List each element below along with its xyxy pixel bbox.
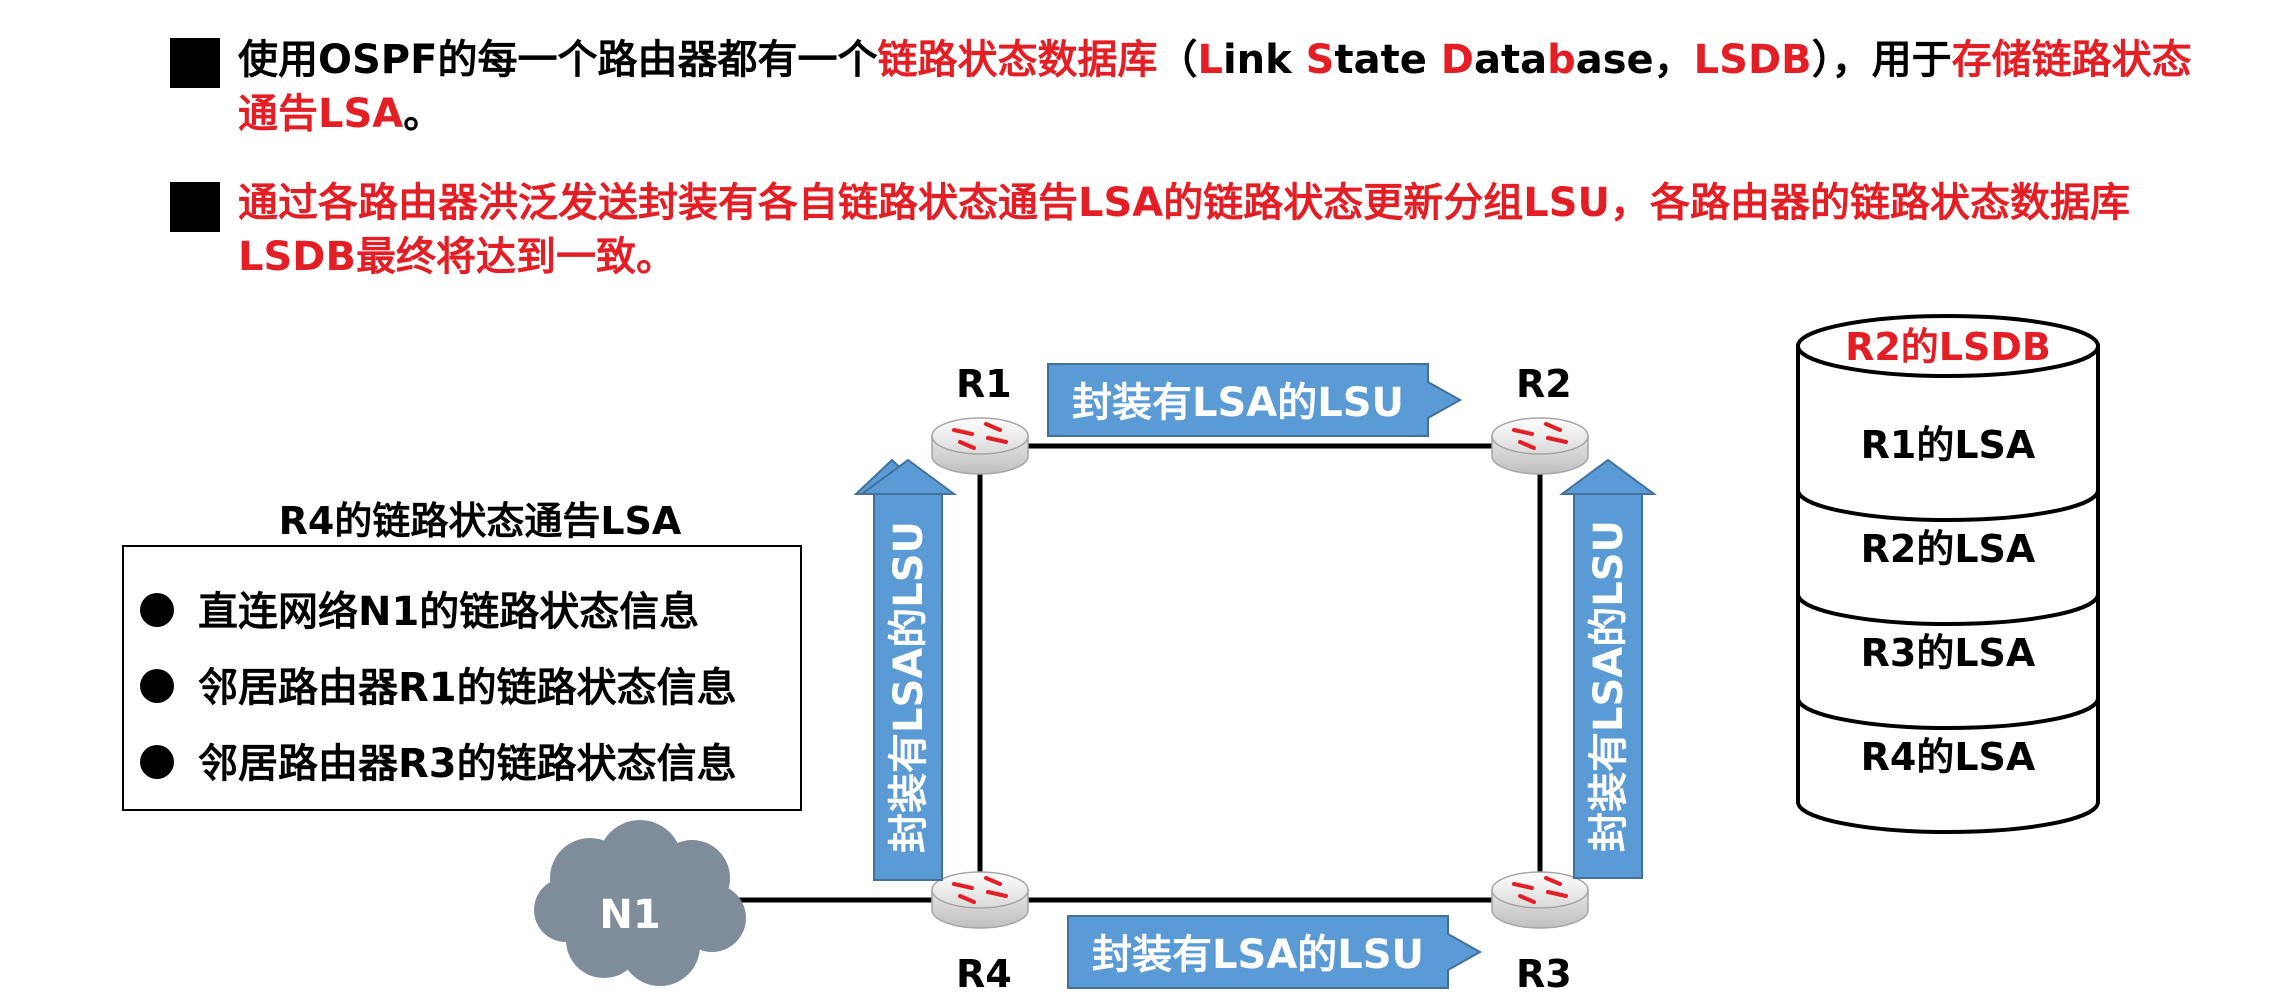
text-segment: ink	[1222, 37, 1306, 83]
lsu-arrow-r1-r2: 封装有LSA的LSU	[1047, 363, 1463, 437]
lsu-label-left: 封装有LSA的LSU	[886, 521, 932, 853]
lsa-item-2: 邻居路由器R1的链路状态信息	[140, 655, 737, 713]
text-segment: 。	[403, 91, 444, 137]
bullet-dot-icon	[140, 745, 174, 779]
router-label-r3: R3	[1516, 952, 1572, 996]
bullet-dot-icon	[140, 593, 174, 627]
lsa-item-text: 直连网络N1的链路状态信息	[198, 589, 700, 635]
router-icon-r1	[931, 417, 1029, 475]
lsdb-title: R2的LSDB	[1845, 325, 2051, 369]
lsdb-cylinder: R2的LSDB R1的LSA R2的LSA R3的LSA R4的LSA	[1796, 314, 2100, 834]
text-segment: S	[1305, 37, 1335, 83]
bullet-dot-icon	[140, 669, 174, 703]
lsdb-separator	[1796, 697, 2100, 730]
lsdb-separator	[1796, 489, 2100, 522]
text-segment: 链路状态数据库	[877, 37, 1158, 83]
lsa-info-box: 直连网络N1的链路状态信息 邻居路由器R1的链路状态信息 邻居路由器R3的链路状…	[122, 545, 802, 811]
lsa-box-title: R4的链路状态通告LSA	[278, 499, 682, 543]
lsdb-entry: R1的LSA	[1861, 423, 2036, 467]
text-segment: L	[1197, 37, 1223, 83]
text-segment: tate	[1334, 37, 1441, 83]
text-segment: b	[1547, 37, 1576, 83]
lsu-arrow-r3-r2: 封装有LSA的LSU	[1558, 458, 1658, 879]
lsa-item-3: 邻居路由器R3的链路状态信息	[140, 731, 737, 789]
lsa-item-text: 邻居路由器R3的链路状态信息	[198, 741, 737, 787]
router-links	[720, 443, 1543, 903]
lsu-label-top: 封装有LSA的LSU	[1072, 380, 1404, 426]
bullet-paragraph-2: 通过各路由器洪泛发送封装有各自链路状态通告LSA的链路状态更新分组LSU，各路由…	[238, 176, 2218, 284]
lsdb-entry: R3的LSA	[1861, 631, 2036, 675]
text-segment: 使用OSPF的每一个路由器都有一个	[238, 37, 878, 83]
network-cloud-n1	[534, 820, 746, 986]
lsdb-top	[1796, 314, 2100, 378]
bullet-square-2	[170, 182, 220, 232]
lsdb-entry: R4的LSA	[1861, 735, 2036, 779]
routers	[931, 417, 1589, 929]
router-icon-r3	[1491, 871, 1589, 929]
text-segment: ase，	[1575, 37, 1694, 83]
lsa-item-1: 直连网络N1的链路状态信息	[140, 579, 699, 637]
lsu-arrow-r4-r3: 封装有LSA的LSU	[1067, 915, 1483, 989]
lsu-label-right: 封装有LSA的LSU	[1586, 520, 1632, 852]
bullet-paragraph-1: 使用OSPF的每一个路由器都有一个链路状态数据库（Link State Data…	[238, 33, 2218, 141]
router-label-r2: R2	[1516, 362, 1572, 406]
text-segment: ata	[1473, 37, 1548, 83]
text-segment: 存储链路状态通告LSA	[238, 37, 2192, 137]
lsdb-body	[1796, 346, 2100, 834]
text-segment: D	[1440, 37, 1474, 83]
text-segment: （	[1157, 37, 1198, 83]
router-icon-r2	[1491, 417, 1589, 475]
lsdb-entry: R2的LSA	[1861, 527, 2036, 571]
router-icon-r4	[931, 871, 1029, 929]
lsa-item-text: 邻居路由器R1的链路状态信息	[198, 665, 737, 711]
lsdb-separator	[1796, 593, 2100, 626]
text-segment: LSDB	[1693, 37, 1812, 83]
network-label-n1: N1	[599, 892, 660, 938]
text-segment: 通过各路由器洪泛发送封装有各自链路状态通告LSA的链路状态更新分组LSU，各路由…	[238, 180, 2131, 280]
text-segment: ），用于	[1811, 37, 1952, 83]
lsu-label-bottom: 封装有LSA的LSU	[1092, 932, 1424, 978]
lsu-arrow-r4-r1: 封装有LSA的LSU	[853, 458, 958, 881]
bullet-square-1	[170, 38, 220, 88]
router-label-r4: R4	[956, 952, 1012, 996]
router-label-r1: R1	[956, 362, 1012, 406]
